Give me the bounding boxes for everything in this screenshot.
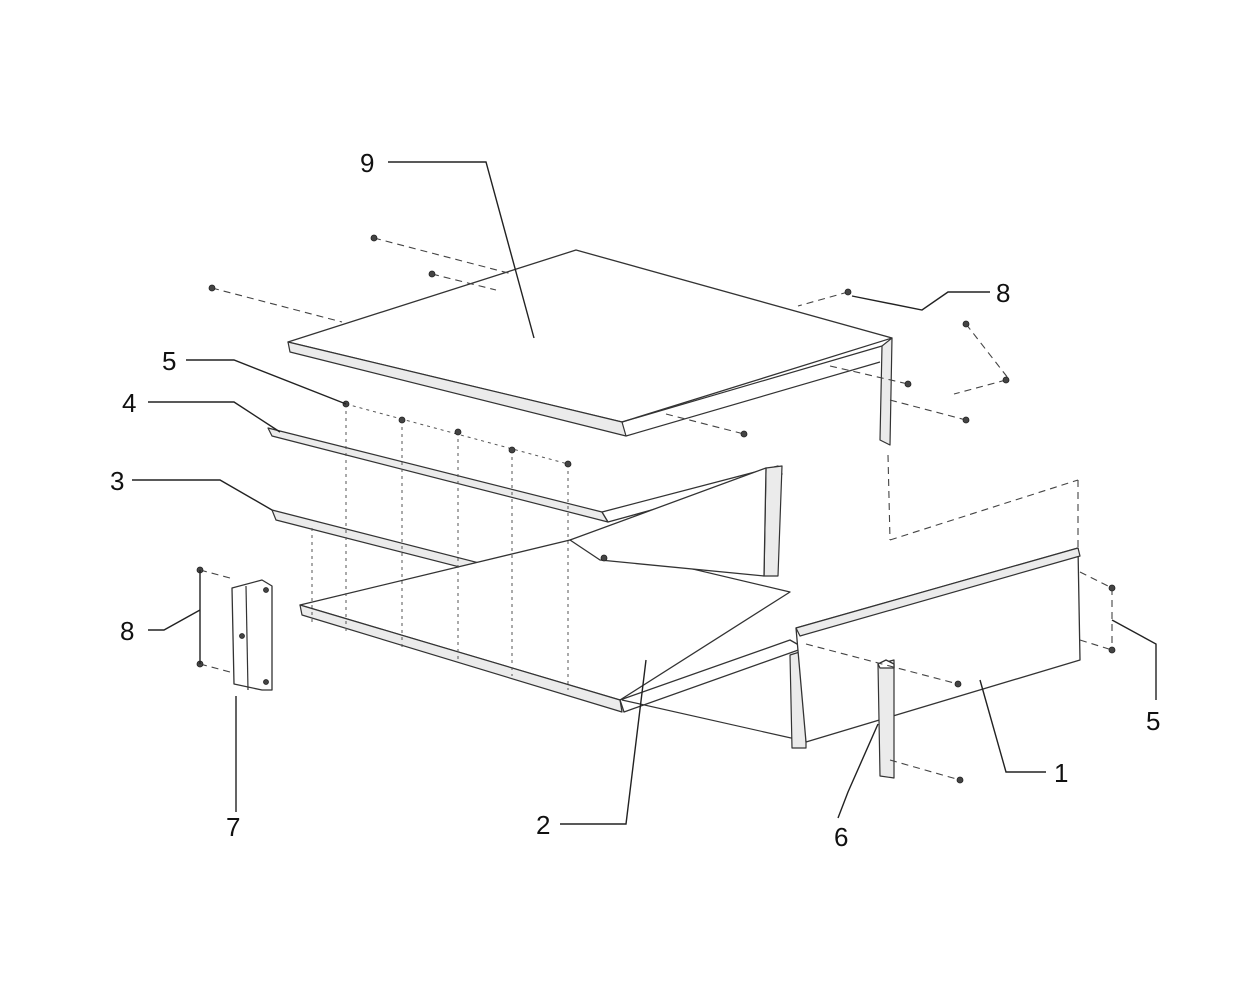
callout-6: 6 (834, 822, 848, 852)
callout-numbers: 9 8 5 4 3 8 7 2 6 1 5 (110, 148, 1160, 852)
side-panel-part (795, 547, 1081, 743)
callout-7: 7 (226, 812, 240, 842)
screws (196, 234, 1116, 784)
callout-5-right: 5 (1146, 706, 1160, 736)
callout-1: 1 (1054, 758, 1068, 788)
callout-9: 9 (360, 148, 374, 178)
callout-4: 4 (122, 388, 136, 418)
callout-8-left: 8 (120, 616, 134, 646)
callout-2: 2 (536, 810, 550, 840)
callout-3: 3 (110, 466, 124, 496)
leader-lines (132, 161, 1157, 825)
front-strip-part (877, 659, 895, 779)
top-cover-part (287, 249, 893, 446)
callout-8-top: 8 (996, 278, 1010, 308)
chassis-tray-part (299, 465, 807, 749)
bracket-part (231, 579, 273, 691)
callout-5-left: 5 (162, 346, 176, 376)
